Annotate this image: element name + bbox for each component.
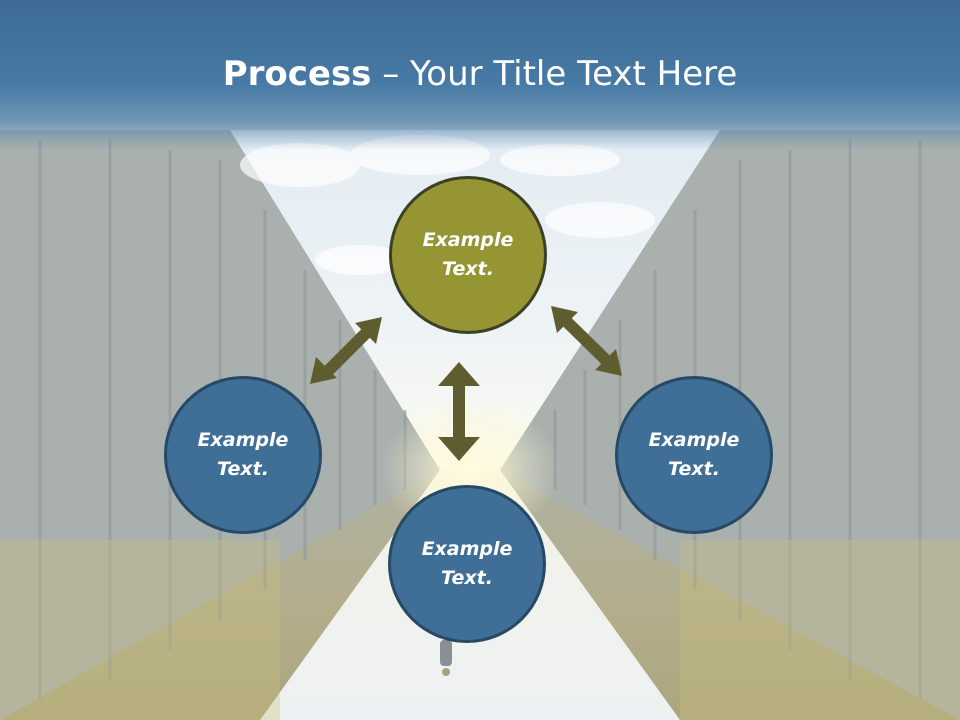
node-top: Example Text. [389,176,547,334]
arrow-left-top [310,317,382,384]
node-left: Example Text. [164,376,322,534]
slide-title: Process – Your Title Text Here [0,52,960,96]
title-bar [0,0,960,150]
node-right: Example Text. [615,376,773,534]
node-bottom: Example Text. [388,485,546,643]
arrow-vertical [438,362,480,461]
title-bold: Process [222,54,372,94]
arrow-right-top [551,306,622,376]
title-rest: – Your Title Text Here [371,54,738,94]
